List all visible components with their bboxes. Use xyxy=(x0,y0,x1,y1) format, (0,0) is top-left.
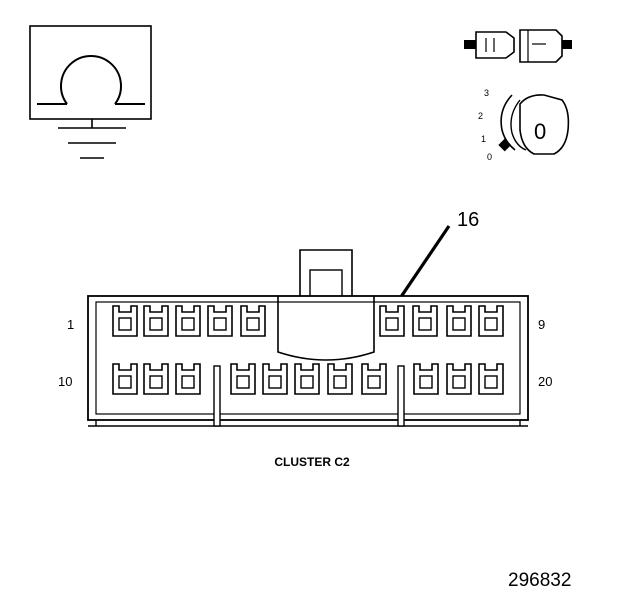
pin-cavity xyxy=(446,363,472,395)
pin-cavity xyxy=(446,305,472,337)
connector-title: CLUSTER C2 xyxy=(274,455,350,469)
ignition-position-3: 3 xyxy=(484,88,489,98)
ignition-position-0: 0 xyxy=(487,152,492,162)
pin-cavity xyxy=(379,305,405,337)
ignition-position-1: 1 xyxy=(481,134,486,144)
pin-cavity xyxy=(412,305,438,337)
pin-cavity xyxy=(262,363,288,395)
pin-label-row1-first: 1 xyxy=(67,317,74,332)
disconnected-connector-icon xyxy=(464,29,572,63)
pin-cavity xyxy=(112,305,138,337)
pin-cavity xyxy=(143,305,169,337)
pin-label-row1-last: 9 xyxy=(538,317,545,332)
pin-label-row2-last: 20 xyxy=(538,374,552,389)
pin-cavity xyxy=(361,363,387,395)
pin-label-row2-first: 10 xyxy=(58,374,72,389)
ignition-position-2: 2 xyxy=(478,111,483,121)
pin-callout-label: 16 xyxy=(457,209,479,231)
pin-cavity xyxy=(413,363,439,395)
pin-cavity xyxy=(294,363,320,395)
ignition-key-label: 0 xyxy=(534,119,546,144)
pin-cavity xyxy=(240,305,266,337)
ignition-key-icon: 3 2 1 0 0 xyxy=(478,88,570,162)
pin-cavity xyxy=(327,363,353,395)
pin-cavity xyxy=(143,363,169,395)
pin-cavity xyxy=(207,305,233,337)
pin-cavity xyxy=(112,363,138,395)
figure-id: 296832 xyxy=(508,570,571,591)
pin-cavity xyxy=(230,363,256,395)
connector-c2 xyxy=(87,249,529,427)
pin-cavity xyxy=(175,363,201,395)
ohmmeter-icon xyxy=(29,25,152,159)
pin-cavity xyxy=(478,363,504,395)
pin-cavity xyxy=(478,305,504,337)
pin-cavity xyxy=(175,305,201,337)
